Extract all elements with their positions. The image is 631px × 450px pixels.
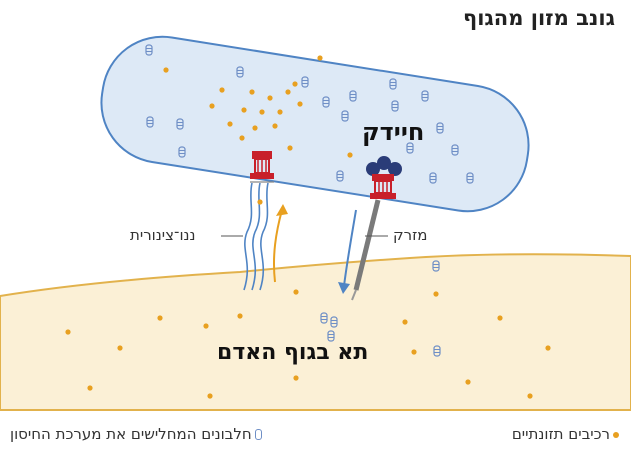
nutrient-dot xyxy=(285,89,290,94)
bacterium-label: חיידק xyxy=(362,118,424,146)
nutrient-dot xyxy=(297,101,302,106)
nutrient-dot xyxy=(545,345,550,350)
human-cell xyxy=(0,254,631,410)
nutrient-dot xyxy=(227,121,232,126)
nutrient-dot xyxy=(163,67,168,72)
nutrient-dot xyxy=(209,103,214,108)
nutrient-dot xyxy=(65,329,70,334)
nutrient-dot xyxy=(527,393,532,398)
page-title: גונב מזון מהגוף xyxy=(463,6,615,30)
human-cell-label: תא בגוף האדם xyxy=(217,340,368,365)
nutrient-dot xyxy=(317,55,322,60)
nutrient-dot xyxy=(257,199,262,204)
nutrient-dot xyxy=(207,393,212,398)
nutrient-dot xyxy=(293,289,298,294)
nutrient-dot xyxy=(347,152,352,157)
immune-protein-icon xyxy=(255,429,262,440)
nutrient-dot xyxy=(497,315,502,320)
legend-immune-proteins-label: חלבונים המחלישים את מערכת החיסון xyxy=(10,425,252,443)
legend-immune-proteins: חלבונים המחלישים את מערכת החיסון xyxy=(10,425,262,443)
nutrient-dot xyxy=(239,135,244,140)
bacterium-body xyxy=(93,28,537,220)
nutrient-dot xyxy=(287,145,292,150)
nutrient-dot xyxy=(203,323,208,328)
nutrient-dot xyxy=(292,81,297,86)
nanotube-label: ננו־צינורית xyxy=(130,226,196,244)
nutrient-dot xyxy=(87,385,92,390)
legend-nutrients: רכיבים תזונתיים xyxy=(512,425,619,443)
nutrient-dot xyxy=(237,313,242,318)
nutrient-icon xyxy=(613,432,619,438)
injector-label: מזרק xyxy=(393,226,428,244)
nutrient-dot xyxy=(465,379,470,384)
nutrient-dot xyxy=(402,319,407,324)
nutrient-dot xyxy=(157,315,162,320)
nutrient-dot xyxy=(293,375,298,380)
nutrient-dot xyxy=(241,107,246,112)
nutrient-dot xyxy=(249,89,254,94)
nutrient-dot xyxy=(433,291,438,296)
nutrient-dot xyxy=(267,95,272,100)
nutrient-dot xyxy=(117,345,122,350)
nutrient-dot xyxy=(411,349,416,354)
nutrient-dot xyxy=(259,109,264,114)
nutrient-dot xyxy=(219,87,224,92)
nutrient-dot xyxy=(272,123,277,128)
legend-nutrients-label: רכיבים תזונתיים xyxy=(512,425,610,443)
nutrient-dot xyxy=(277,109,282,114)
nutrient-dot xyxy=(252,125,257,130)
